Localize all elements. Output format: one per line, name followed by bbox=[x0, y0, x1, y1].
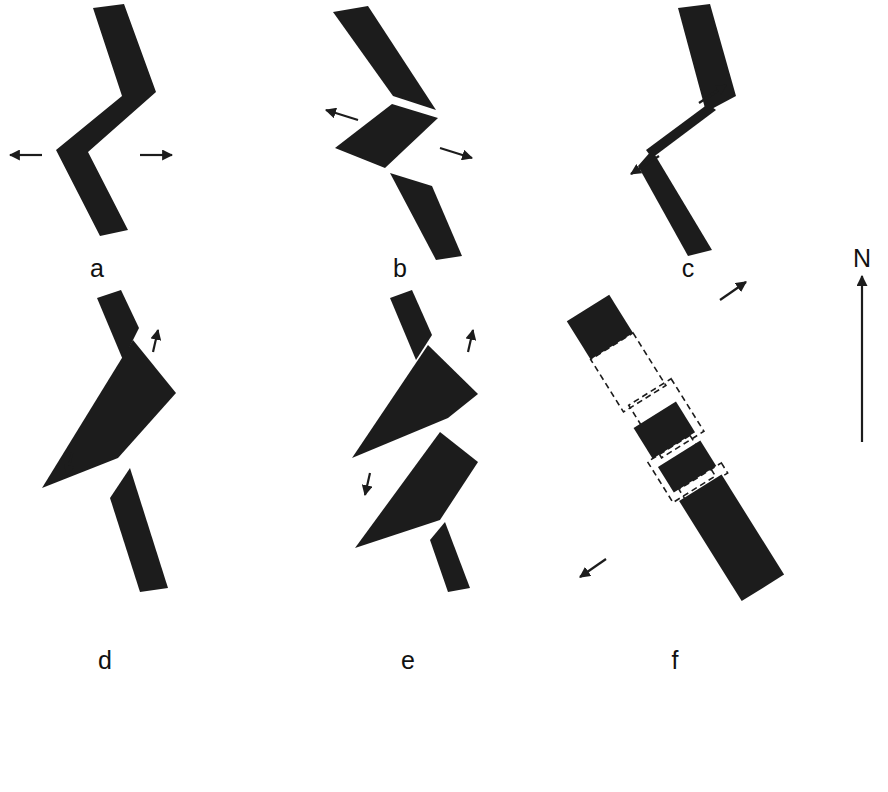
shear-arrow bbox=[468, 330, 473, 352]
dike-segment bbox=[430, 522, 470, 592]
dike-segment bbox=[390, 173, 462, 260]
panel-letter: e bbox=[401, 648, 415, 673]
dike-block bbox=[567, 295, 633, 360]
extension-arrow bbox=[326, 110, 358, 120]
panel-letter: b bbox=[393, 256, 407, 281]
extension-arrow bbox=[140, 154, 172, 156]
shear-arrow bbox=[67, 453, 72, 475]
dike-segment bbox=[352, 345, 478, 458]
dike-band bbox=[56, 4, 156, 236]
boudinaged-dike bbox=[562, 291, 791, 605]
dike-thin-link bbox=[646, 104, 716, 158]
shear-arrow bbox=[631, 156, 659, 174]
extension-arrow bbox=[720, 282, 746, 300]
panel-letter: f bbox=[672, 648, 679, 673]
dike-segment bbox=[678, 4, 736, 112]
extension-arrow bbox=[580, 559, 606, 577]
north-arrow bbox=[861, 276, 863, 442]
panel-letter: c bbox=[682, 256, 695, 281]
extension-arrow bbox=[10, 154, 42, 156]
panel-letter: a bbox=[90, 256, 104, 281]
extension-arrow bbox=[440, 148, 472, 158]
dike-block bbox=[679, 475, 784, 602]
panel-letter: d bbox=[98, 648, 112, 673]
north-label: N bbox=[853, 246, 871, 271]
shear-arrow bbox=[365, 473, 370, 495]
dike-segment bbox=[110, 468, 168, 592]
dike-segment bbox=[42, 340, 176, 488]
dike-segment bbox=[335, 104, 438, 168]
shear-arrow bbox=[699, 85, 726, 103]
dike-segment bbox=[638, 150, 712, 256]
dike-segment bbox=[355, 432, 478, 548]
restored-outline bbox=[591, 333, 666, 412]
shear-arrow bbox=[153, 330, 158, 352]
dike-segment bbox=[333, 6, 436, 110]
